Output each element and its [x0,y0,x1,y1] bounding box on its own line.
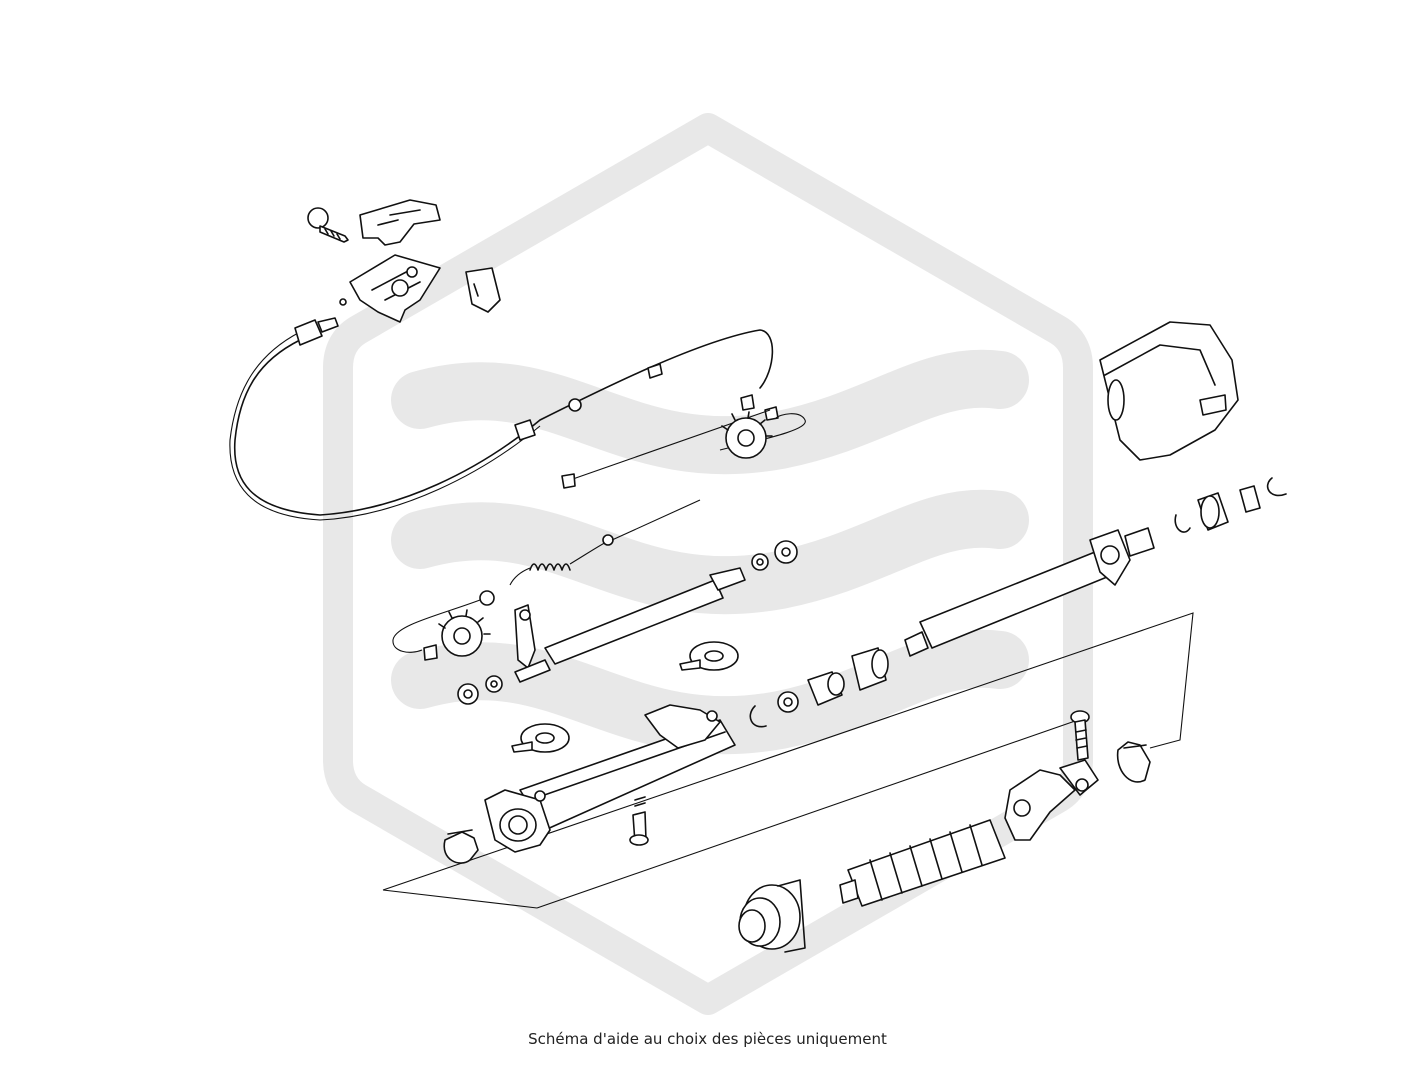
lever-mechanism-part [349,254,441,323]
ratchet-plate-lower-mid [511,723,570,753]
universal-joint-shaft [1004,759,1099,841]
diagram-caption: Schéma d'aide au choix des pièces unique… [528,1030,887,1048]
control-cable-part [229,298,779,521]
screw-bolt-part [307,207,349,243]
pivot-bolt-part [629,796,649,846]
watermark-stripe-top [391,349,1029,475]
column-shroud [1099,321,1239,461]
nut-and-washer-left [457,675,503,705]
watermark-hexagon [323,113,1093,1015]
bellows-boot [839,819,1006,907]
ratchet-plate-upper [719,411,806,459]
assembly-bracket-lines [382,612,1194,909]
ratchet-plate-lower [392,590,495,661]
circlip-and-bushings [749,647,889,728]
watermark-stripe-mid [391,489,1029,615]
adjustment-rod-upper [514,567,746,683]
hose-clamp-left [443,829,479,864]
steering-shaft [904,527,1155,657]
washer-set-upper [751,540,798,571]
upper-bearing-set [1174,477,1287,533]
steering-column-housing [484,704,736,853]
lower-rubber-boot [738,879,806,953]
shaft-bolt-part [1070,710,1090,761]
hose-clamp-right [1116,741,1151,783]
lever-bracket-part [359,199,441,246]
retaining-clip-part [465,267,501,313]
ratchet-plate-mid [679,641,739,671]
tension-spring-part [509,499,701,586]
